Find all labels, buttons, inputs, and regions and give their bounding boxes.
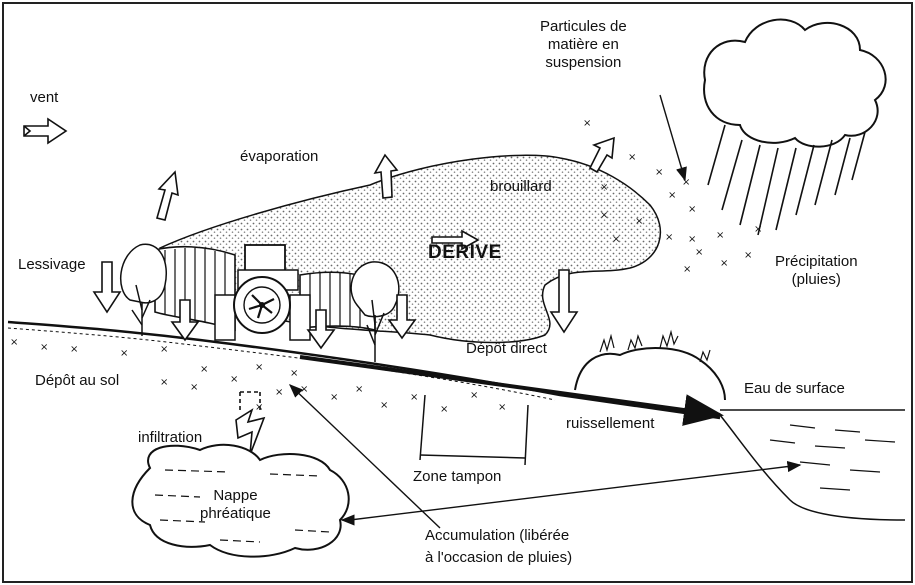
runoff-label: ruissellement	[566, 415, 654, 433]
ground-line	[8, 322, 720, 418]
svg-text:×: ×	[10, 337, 18, 348]
fog-label: brouillard	[490, 178, 552, 196]
svg-text:×: ×	[200, 364, 208, 375]
particles-label: Particules de matière en suspension	[540, 18, 627, 72]
svg-text:×: ×	[380, 400, 388, 411]
water-ripples	[770, 425, 895, 490]
svg-text:×: ×	[600, 182, 608, 193]
buffer-grass	[600, 332, 710, 362]
svg-text:×: ×	[120, 348, 128, 359]
svg-text:×: ×	[410, 392, 418, 403]
svg-text:×: ×	[255, 402, 263, 413]
svg-text:×: ×	[440, 404, 448, 415]
buffer-zone-bracket	[420, 395, 528, 465]
svg-text:×: ×	[612, 234, 620, 245]
accumulation-pointers	[290, 385, 800, 528]
accumulation-label: Accumulation (libérée à l'occasion de pl…	[425, 525, 572, 569]
svg-text:×: ×	[40, 342, 48, 353]
svg-text:×: ×	[275, 387, 283, 398]
svg-text:×: ×	[744, 250, 752, 261]
svg-text:×: ×	[668, 190, 676, 201]
water-bank	[720, 415, 905, 520]
particle-pointer	[660, 95, 685, 180]
buffer-vegetation	[575, 348, 725, 400]
svg-text:×: ×	[635, 216, 643, 227]
svg-text:×: ×	[688, 234, 696, 245]
svg-text:×: ×	[290, 368, 298, 379]
svg-text:×: ×	[695, 247, 703, 258]
tree-left	[121, 244, 167, 336]
svg-text:×: ×	[665, 232, 673, 243]
svg-text:×: ×	[754, 224, 762, 235]
svg-text:×: ×	[470, 390, 478, 401]
svg-text:×: ×	[255, 362, 263, 373]
svg-text:×: ×	[583, 118, 591, 129]
buffer-zone-label: Zone tampon	[413, 468, 501, 486]
svg-text:×: ×	[688, 204, 696, 215]
infiltration-label: infiltration	[138, 429, 202, 447]
groundwater-label: Nappe phréatique	[200, 487, 271, 523]
leaching-label: Lessivage	[18, 256, 86, 274]
wind-label: vent	[30, 89, 58, 107]
svg-text:×: ×	[628, 152, 636, 163]
direct-deposit-label: Dépôt direct	[466, 340, 547, 358]
svg-text:×: ×	[160, 377, 168, 388]
precipitation-label: Précipitation (pluies)	[775, 253, 858, 289]
svg-text:×: ×	[300, 384, 308, 395]
svg-text:×: ×	[498, 402, 506, 413]
svg-text:×: ×	[330, 392, 338, 403]
svg-text:×: ×	[230, 374, 238, 385]
svg-text:×: ×	[683, 264, 691, 275]
evaporation-label: évaporation	[240, 148, 318, 166]
rain-cloud	[704, 20, 886, 147]
svg-text:×: ×	[716, 230, 724, 241]
wind-arrow	[24, 119, 66, 143]
surface-water-label: Eau de surface	[744, 380, 845, 398]
svg-text:×: ×	[720, 258, 728, 269]
ground-deposit-label: Dépôt au sol	[35, 372, 119, 390]
svg-text:×: ×	[600, 210, 608, 221]
drift-label: DERIVE	[428, 244, 502, 262]
svg-text:×: ×	[70, 344, 78, 355]
svg-text:×: ×	[682, 177, 690, 188]
svg-text:×: ×	[355, 384, 363, 395]
svg-text:×: ×	[655, 167, 663, 178]
svg-text:×: ×	[160, 344, 168, 355]
infiltration-arrow	[236, 392, 264, 455]
svg-text:×: ×	[190, 382, 198, 393]
